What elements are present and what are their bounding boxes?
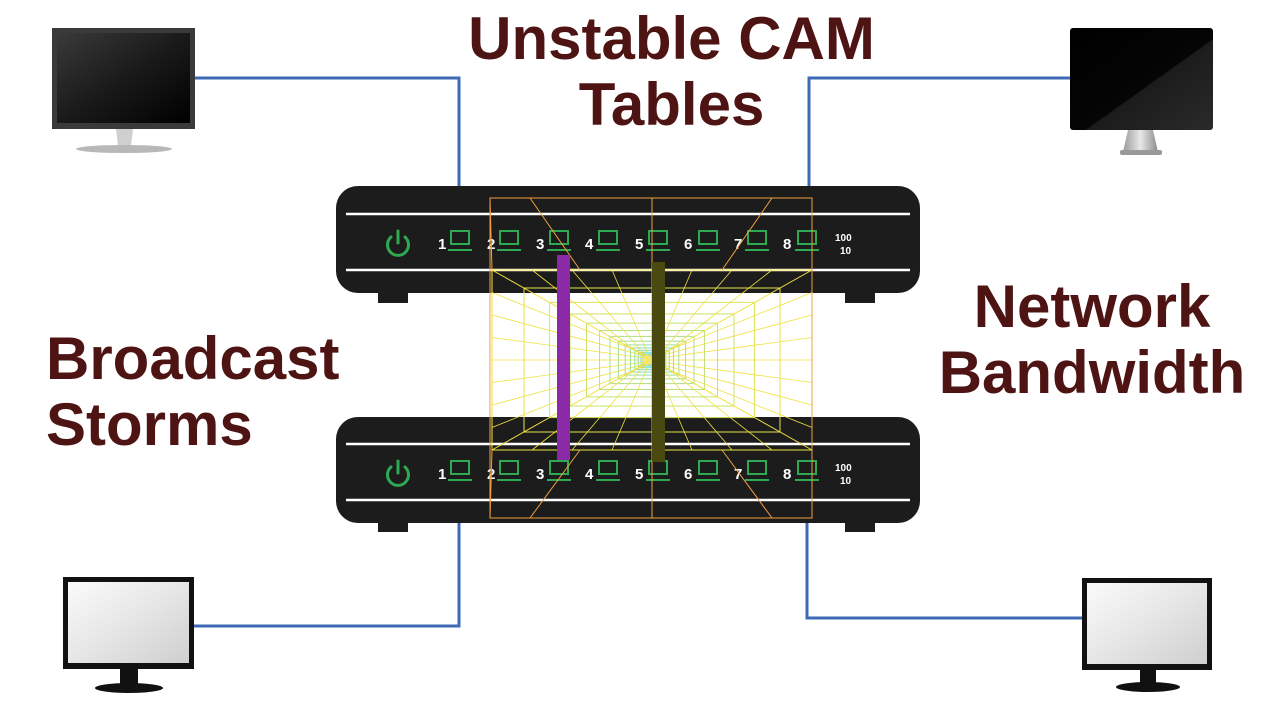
heading-network-bandwidth: Network Bandwidth — [922, 274, 1262, 406]
tunnel-line — [655, 269, 813, 359]
tunnel-line — [531, 359, 648, 451]
tunnel-line — [654, 359, 733, 451]
tunnel-line — [491, 314, 653, 359]
ethernet-port-icon — [547, 230, 571, 251]
tunnel-line — [529, 449, 581, 519]
tunnel-line — [611, 359, 651, 451]
heading-unstable-cam-tables: Unstable CAM Tables — [449, 6, 894, 138]
monitor-icon — [52, 28, 195, 153]
tunnel-line — [651, 314, 813, 359]
ethernet-port-icon — [795, 230, 819, 251]
tunnel-line — [611, 269, 651, 361]
tunnel-line — [721, 449, 773, 519]
port-number: 1 — [438, 236, 446, 253]
ethernet-port-icon — [795, 460, 819, 481]
tunnel-line — [491, 337, 653, 360]
tunnel-line — [491, 362, 653, 428]
tunnel-line — [529, 197, 581, 271]
ethernet-port-icon — [745, 460, 769, 481]
power-icon — [386, 229, 410, 257]
speed-label-10: 10 — [840, 246, 852, 257]
tunnel-line — [656, 359, 773, 451]
tunnel-line — [489, 197, 813, 519]
port-number: 6 — [684, 466, 692, 483]
ethernet-port-icon — [497, 460, 521, 481]
computer-top-left — [52, 28, 195, 153]
switch-top: 1 2 3 4 5 6 7 8 100 10 — [336, 186, 920, 303]
ethernet-port-icon — [596, 230, 620, 251]
port-number: 5 — [635, 466, 643, 483]
tunnel-line — [531, 269, 648, 361]
ethernet-port-icon — [696, 460, 720, 481]
tunnel-line — [651, 360, 813, 383]
power-icon — [386, 459, 410, 487]
heading-broadcast-storms: Broadcast Storms — [46, 326, 339, 458]
tunnel-line — [655, 361, 813, 451]
loop-cable-purple — [557, 255, 570, 460]
computer-bottom-left — [63, 577, 194, 693]
port-number: 6 — [684, 236, 692, 253]
port-number: 4 — [585, 236, 594, 253]
speed-label-100: 100 — [835, 233, 852, 244]
heading-line: Broadcast — [46, 325, 340, 392]
ethernet-port-icon — [448, 460, 472, 481]
port-number: 3 — [536, 466, 544, 483]
heading-line: Bandwidth — [938, 339, 1246, 406]
heading-line: Unstable CAM — [468, 5, 875, 72]
monitor-icon — [63, 577, 194, 693]
heading-line: Network — [973, 273, 1211, 340]
network-cables — [193, 76, 1082, 628]
tunnel-line — [651, 292, 813, 358]
speed-label-10: 10 — [840, 476, 852, 487]
port-number: 7 — [734, 236, 742, 253]
tunnel-line — [721, 197, 773, 271]
tunnel-line — [654, 269, 733, 361]
cable-bottom-left — [193, 476, 461, 628]
ethernet-port-icon — [547, 460, 571, 481]
ethernet-port-icon — [448, 230, 472, 251]
ethernet-port-icon — [696, 230, 720, 251]
ethernet-port-icon — [596, 460, 620, 481]
heading-line: Storms — [46, 391, 253, 458]
monitor-icon — [1070, 28, 1213, 155]
tunnel-line — [491, 360, 653, 383]
cable-bottom-right — [805, 476, 1082, 620]
tunnel-line — [571, 359, 650, 451]
port-number: 3 — [536, 236, 544, 253]
port-number: 7 — [734, 466, 742, 483]
port-number: 4 — [585, 466, 594, 483]
tunnel-line — [651, 337, 813, 360]
ethernet-port-icon — [745, 230, 769, 251]
tunnel-line — [491, 292, 653, 358]
loop-cable-olive — [652, 262, 665, 462]
port-leds — [448, 230, 819, 251]
heading-line: Tables — [578, 71, 765, 138]
tunnel-line — [491, 361, 653, 406]
port-number: 5 — [635, 236, 643, 253]
cable-top-right — [807, 76, 1070, 236]
switching-loop-tunnel — [489, 197, 813, 519]
computer-top-right — [1070, 28, 1213, 155]
port-number: 8 — [783, 236, 791, 253]
tunnel-line — [651, 361, 813, 406]
switch-bottom: 1 2 3 4 5 6 7 8 100 10 — [336, 417, 920, 532]
tunnel-line — [656, 269, 773, 361]
tunnel-line — [571, 269, 650, 361]
ethernet-port-icon — [646, 230, 670, 251]
speed-label-100: 100 — [835, 463, 852, 474]
tunnel-line — [651, 362, 813, 428]
port-number: 8 — [783, 466, 791, 483]
port-number: 1 — [438, 466, 446, 483]
cable-top-left — [193, 76, 461, 236]
ethernet-port-icon — [497, 230, 521, 251]
monitor-icon — [1082, 578, 1212, 692]
port-leds — [448, 460, 819, 481]
computer-bottom-right — [1082, 578, 1212, 692]
